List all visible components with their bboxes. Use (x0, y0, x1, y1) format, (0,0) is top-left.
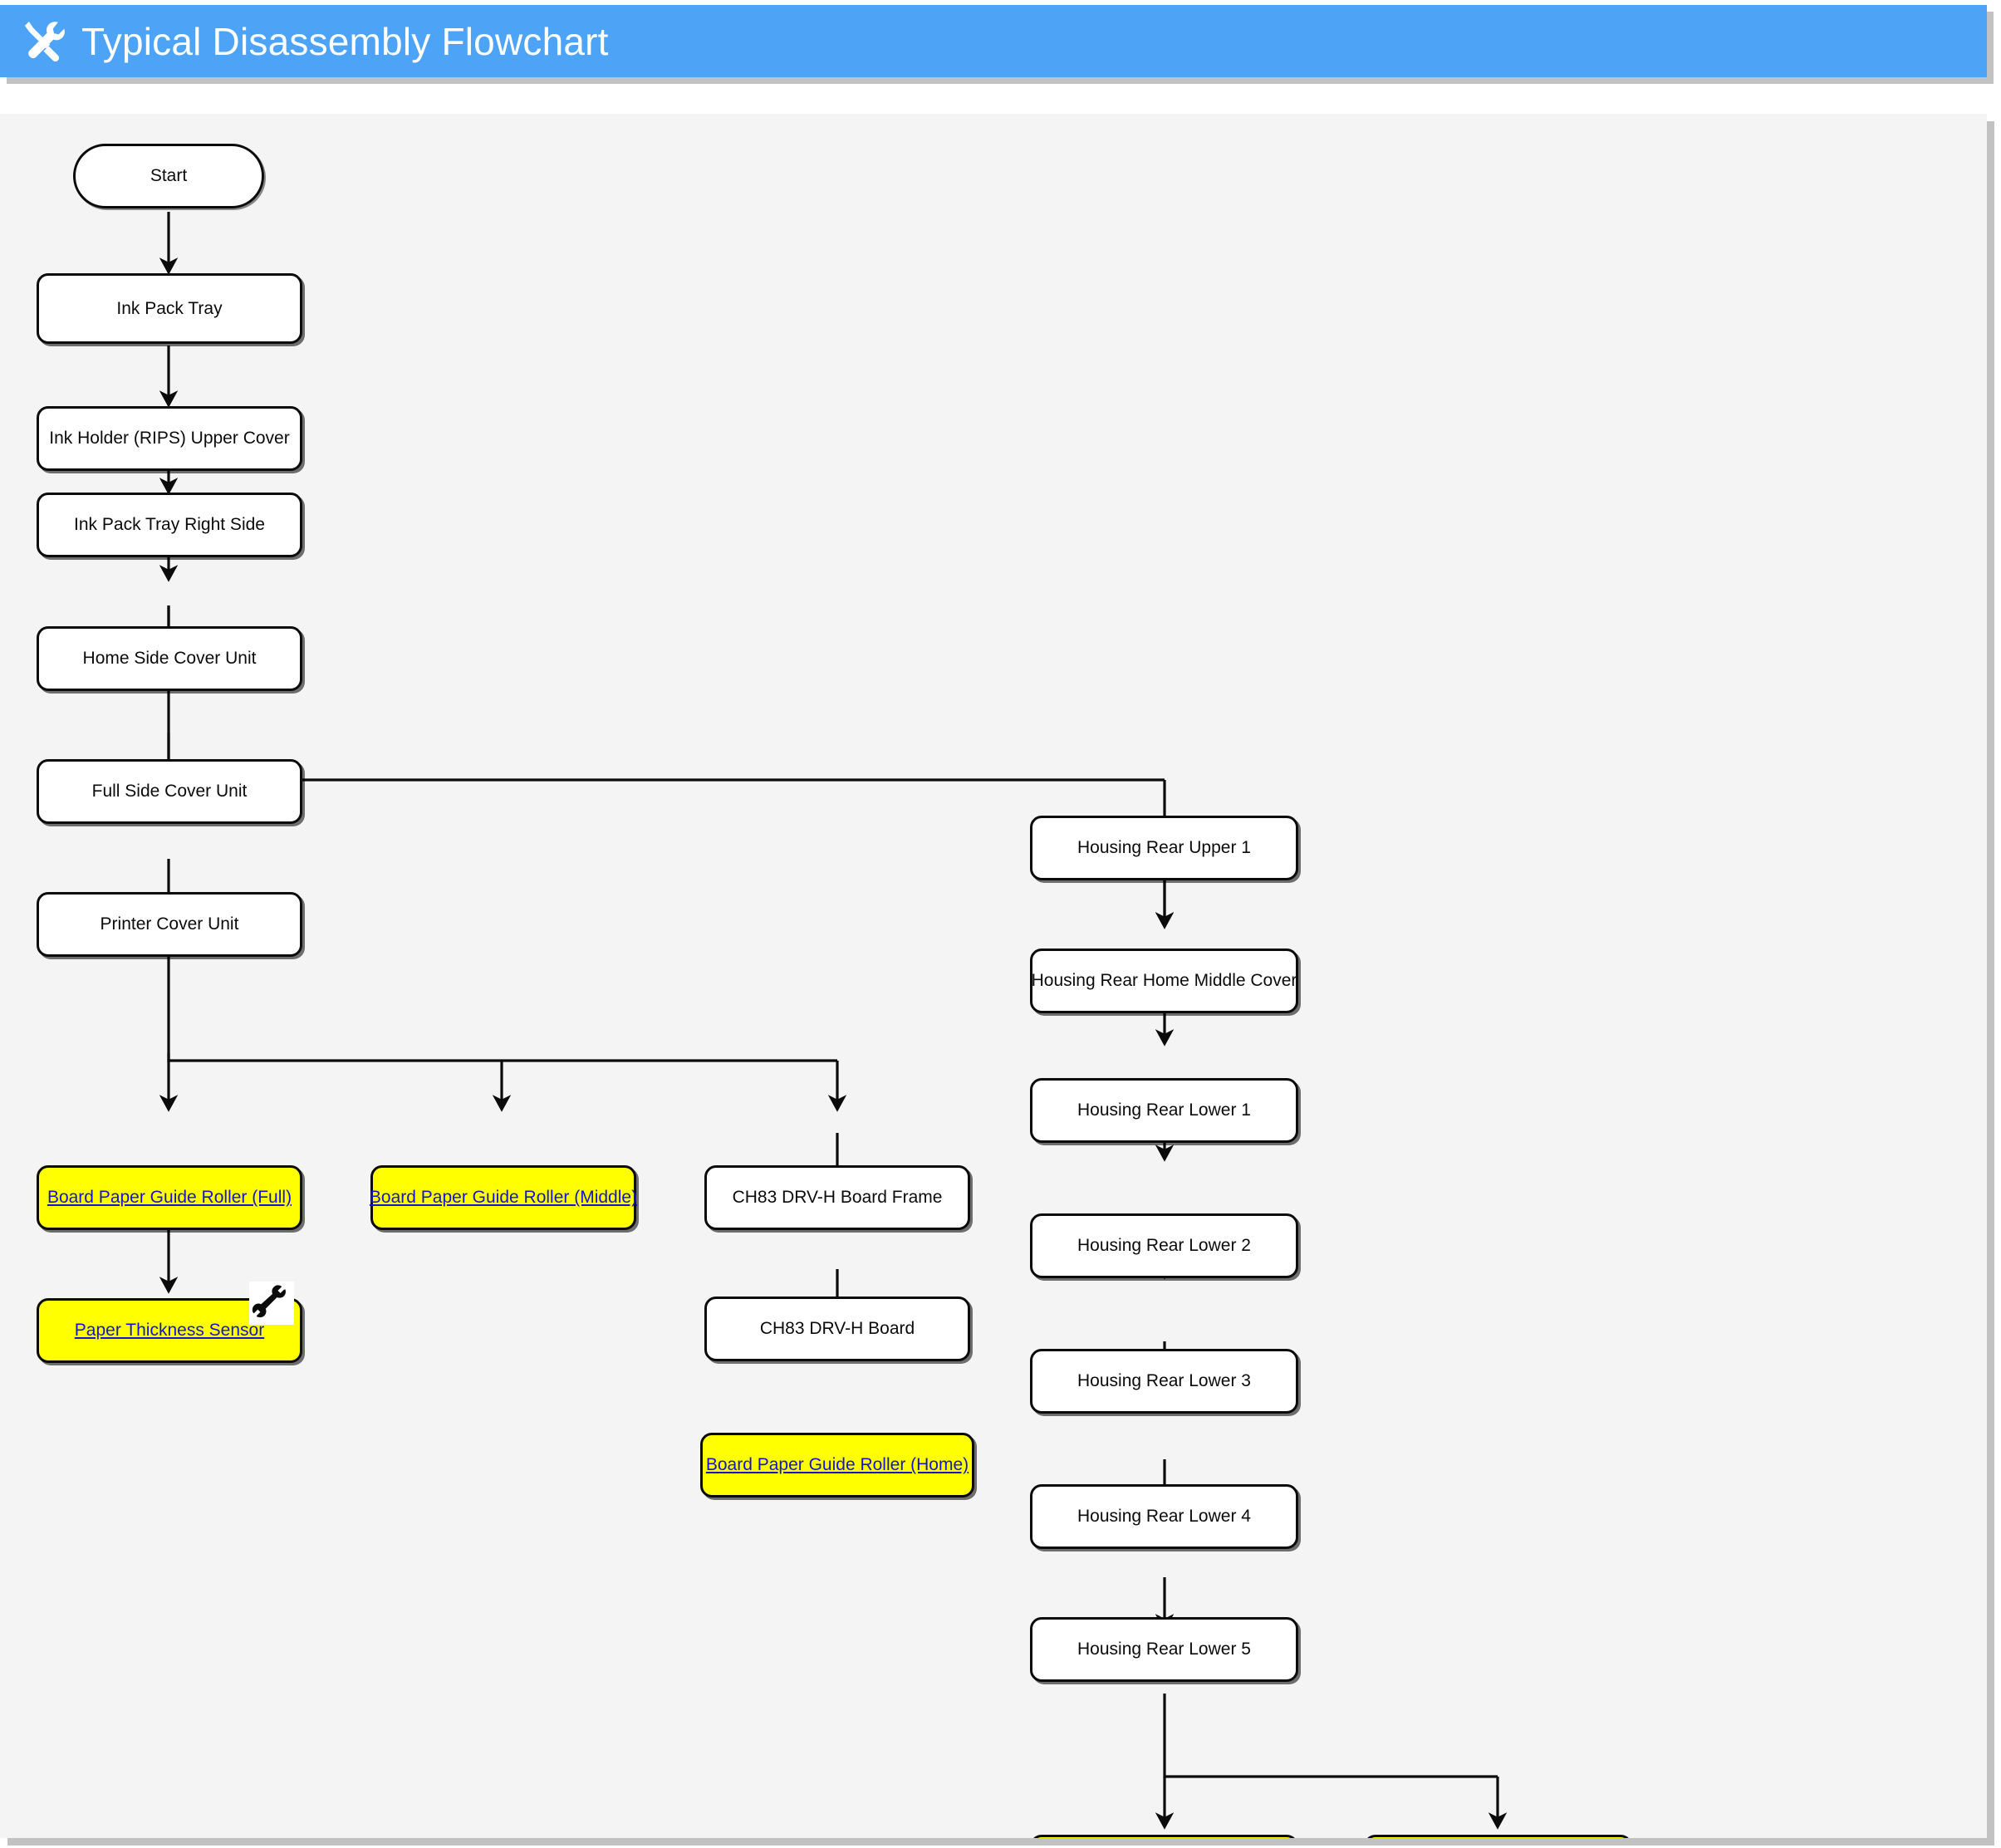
node-label: Full Side Cover Unit (91, 782, 248, 801)
node-label: CH83 DRV-H Board Frame (732, 1188, 943, 1208)
node-label: Ink Holder (RIPS) Upper Cover (49, 429, 290, 449)
node-label: Paper Thickness Sensor (74, 1321, 265, 1341)
flow-layer: Start Ink Pack Tray Ink Holder (RIPS) Up… (0, 114, 1987, 1838)
node-housing-rear-lower-4[interactable]: Housing Rear Lower 4 (1030, 1484, 1298, 1549)
node-ink-holder-rips-upper-cover[interactable]: Ink Holder (RIPS) Upper Cover (37, 406, 302, 471)
tools-wrench-screwdriver-icon (24, 21, 65, 61)
node-ink-pack-tray-right-side[interactable]: Ink Pack Tray Right Side (37, 493, 302, 557)
node-printer-cover-unit[interactable]: Printer Cover Unit (37, 892, 302, 957)
node-housing-rear-home-middle-cover[interactable]: Housing Rear Home Middle Cover (1030, 949, 1298, 1013)
node-ink-pack-tray[interactable]: Ink Pack Tray (37, 273, 302, 344)
node-2nd-roll-paper-nip-roller-spring[interactable]: 2nd Roll Paper Nip Roller Spring (1364, 1835, 1632, 1838)
app-header: Typical Disassembly Flowchart (0, 5, 1987, 77)
node-label: Board Paper Guide Roller (Full) (47, 1188, 292, 1208)
page-title: Typical Disassembly Flowchart (81, 19, 609, 63)
node-label: Ink Pack Tray Right Side (74, 515, 265, 535)
node-label: Start (150, 166, 188, 186)
node-label: Home Side Cover Unit (82, 649, 257, 669)
node-board-paper-guide-roller-home[interactable]: Board Paper Guide Roller (Home) (700, 1433, 974, 1498)
node-label: Board Paper Guide Roller (Home) (705, 1455, 969, 1475)
flowchart-canvas: Start Ink Pack Tray Ink Holder (RIPS) Up… (0, 114, 1987, 1838)
node-housing-rear-lower-1[interactable]: Housing Rear Lower 1 (1030, 1078, 1298, 1143)
flow-edges (159, 212, 1508, 1830)
node-home-side-cover-unit[interactable]: Home Side Cover Unit (37, 626, 302, 691)
node-label: Housing Rear Lower 5 (1077, 1640, 1251, 1659)
node-label: CH83 DRV-H Board (759, 1319, 915, 1339)
node-ch83-drv-h-board[interactable]: CH83 DRV-H Board (704, 1297, 970, 1361)
node-label: Housing Rear Lower 1 (1077, 1100, 1251, 1120)
node-housing-rear-upper-1[interactable]: Housing Rear Upper 1 (1030, 816, 1298, 880)
node-label: Board Paper Guide Roller (Middle) (369, 1188, 638, 1208)
node-housing-rear-lower-5[interactable]: Housing Rear Lower 5 (1030, 1617, 1298, 1682)
node-housing-rear-lower-3[interactable]: Housing Rear Lower 3 (1030, 1349, 1298, 1414)
node-board-paper-guide-roller-full[interactable]: Board Paper Guide Roller (Full) (37, 1165, 302, 1230)
node-full-side-cover-unit[interactable]: Full Side Cover Unit (37, 759, 302, 824)
node-label: Housing Rear Lower 3 (1077, 1371, 1251, 1391)
node-board-paper-guide-roller-middle[interactable]: Board Paper Guide Roller (Middle) (369, 1165, 638, 1230)
node-label: Printer Cover Unit (100, 914, 239, 934)
node-label: Housing Rear Home Middle Cover (1031, 971, 1297, 991)
node-1st-roll-paper-nip-roller-spring[interactable]: 1st Roll Paper Nip Roller Spring (1030, 1835, 1298, 1838)
node-housing-rear-lower-2[interactable]: Housing Rear Lower 2 (1030, 1213, 1298, 1278)
node-label: Housing Rear Lower 4 (1077, 1507, 1251, 1527)
node-label: Housing Rear Upper 1 (1077, 838, 1251, 858)
wrench-icon (249, 1282, 294, 1325)
node-label: Ink Pack Tray (116, 298, 223, 318)
node-start[interactable]: Start (73, 144, 264, 208)
node-ch83-drv-h-board-frame[interactable]: CH83 DRV-H Board Frame (704, 1165, 970, 1230)
node-label: Housing Rear Lower 2 (1077, 1236, 1251, 1256)
